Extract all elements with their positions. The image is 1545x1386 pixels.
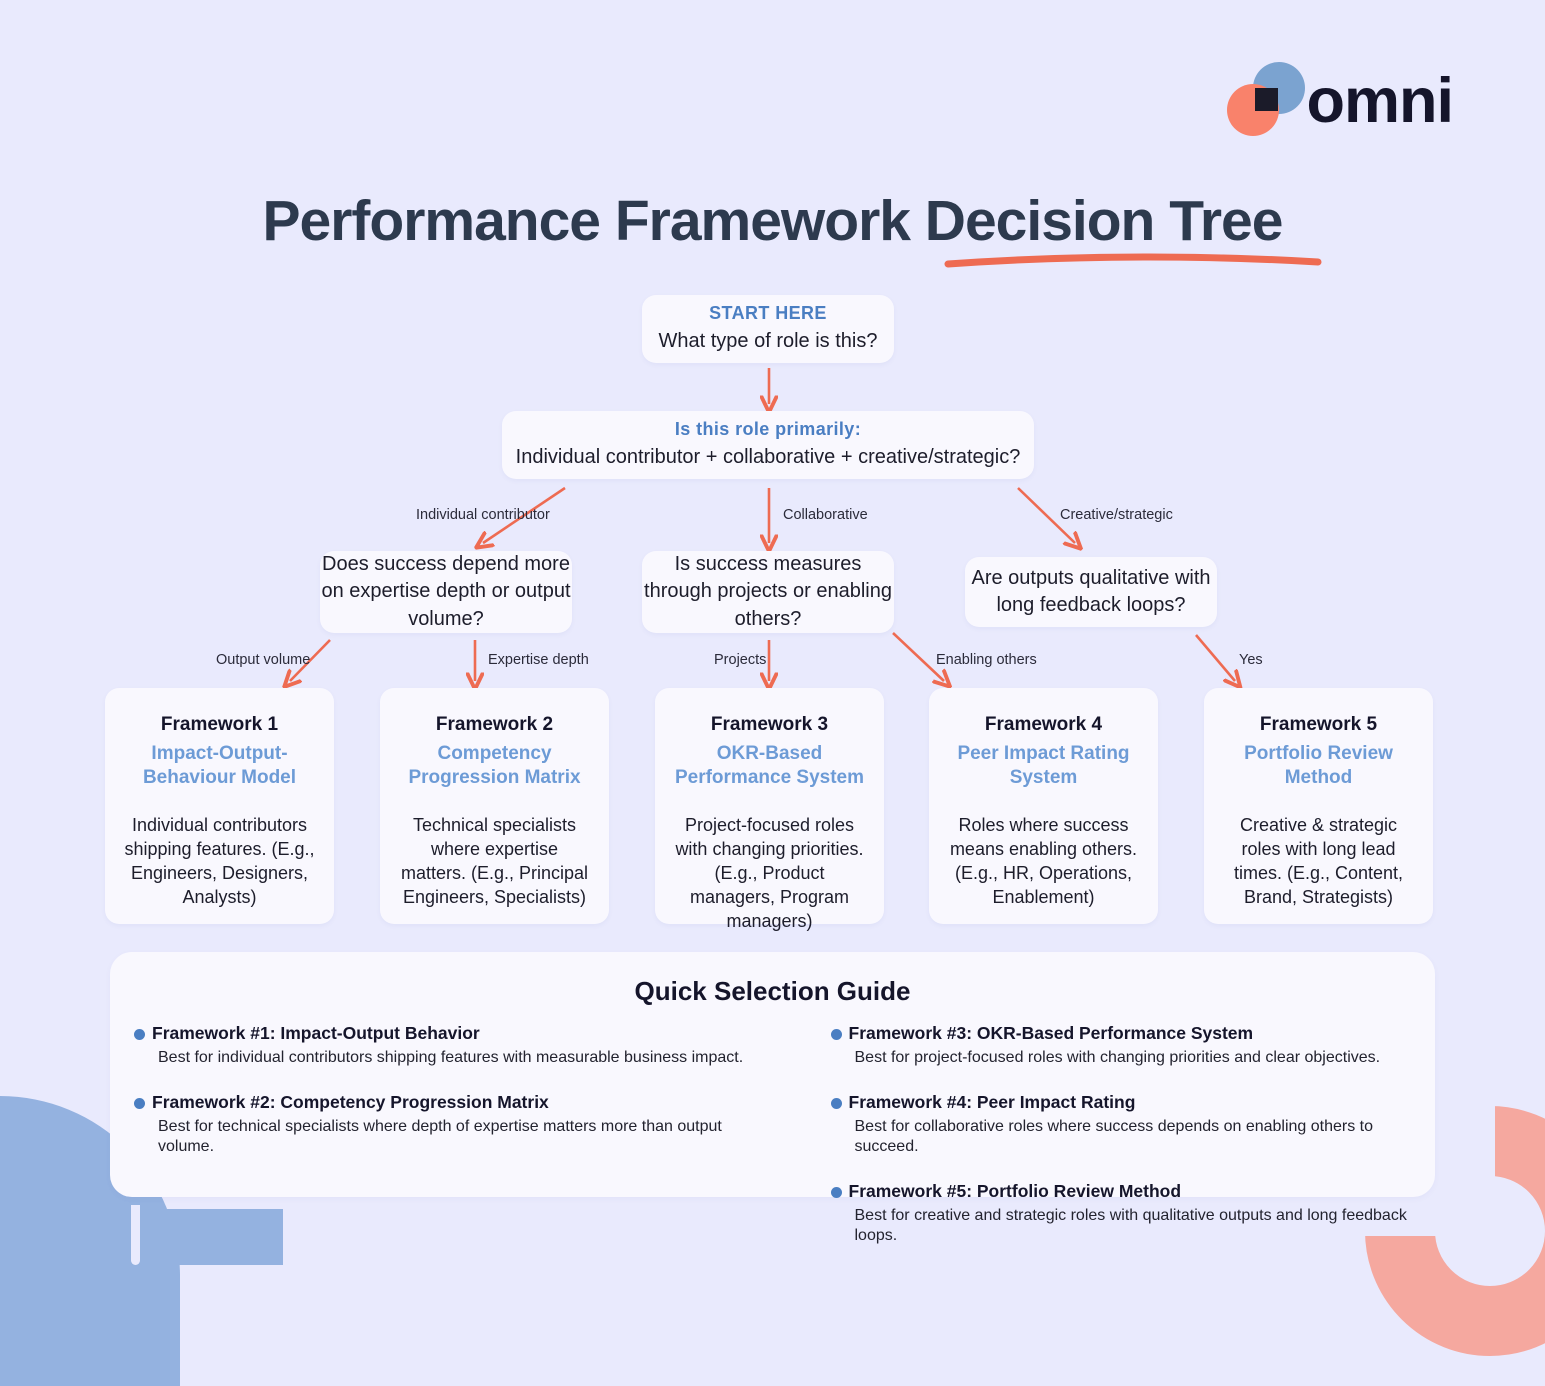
- edge-label-yes: Yes: [1239, 652, 1263, 668]
- framework-card-3[interactable]: Framework 3 OKR-Based Performance System…: [655, 688, 884, 931]
- decorative-blue-band: [0, 1209, 283, 1265]
- framework-1-body: Individual contributors shipping feature…: [124, 815, 315, 907]
- guide-item-5-head: Framework #5: Portfolio Review Method: [848, 1181, 1182, 1201]
- page-title: Performance Framework Decision Tree: [262, 189, 1284, 253]
- framework-2-subtitle: Competency Progression Matrix: [408, 743, 581, 788]
- guide-list-item[interactable]: Framework #3: OKR-Based Performance Syst…: [830, 1023, 1412, 1068]
- bullet-dot-icon: [830, 1187, 842, 1198]
- decorative-blue-band-notch: [131, 1205, 140, 1265]
- guide-column-left: Framework #1: Impact-Output Behavior Bes…: [124, 1023, 773, 1246]
- framework-3-body: Project-focused roles with changing prio…: [675, 815, 864, 931]
- node-q3-text: Are outputs qualitative with long feedba…: [971, 566, 1211, 616]
- edge-label-enabling-others: Enabling others: [936, 652, 1037, 668]
- framework-card-1[interactable]: Framework 1 Impact-Output-Behaviour Mode…: [105, 688, 334, 924]
- edge-label-expertise-depth: Expertise depth: [488, 652, 589, 668]
- node-q2-text: Is success measures through projects or …: [644, 553, 892, 630]
- framework-4-body: Roles where success means enabling other…: [949, 815, 1138, 907]
- node-is-this-role-primarily[interactable]: Is this role primarily: Individual contr…: [502, 411, 1034, 479]
- node-primary-text: Individual contributor + collaborative +…: [515, 445, 1021, 468]
- framework-card-2[interactable]: Framework 2 Competency Progression Matri…: [380, 688, 609, 924]
- framework-2-body: Technical specialists where expertise ma…: [400, 815, 589, 907]
- guide-list-item[interactable]: Framework #5: Portfolio Review Method Be…: [830, 1181, 1412, 1246]
- bullet-dot-icon: [830, 1098, 842, 1109]
- guide-item-3-head: Framework #3: OKR-Based Performance Syst…: [848, 1023, 1254, 1043]
- guide-column-right: Framework #3: OKR-Based Performance Syst…: [773, 1023, 1422, 1246]
- guide-item-1-head: Framework #1: Impact-Output Behavior: [152, 1023, 480, 1043]
- framework-5-body: Creative & strategic roles with long lea…: [1233, 815, 1404, 907]
- framework-5-title: Framework 5: [1259, 714, 1378, 735]
- bullet-dot-icon: [134, 1098, 145, 1109]
- framework-1-title: Framework 1: [160, 714, 279, 735]
- logo-dark-square-icon: [1254, 88, 1278, 111]
- guide-item-4-head: Framework #4: Peer Impact Rating: [848, 1092, 1136, 1112]
- framework-3-title: Framework 3: [710, 714, 829, 735]
- quick-selection-guide: Quick Selection Guide Framework #1: Impa…: [110, 952, 1435, 1244]
- framework-4-title: Framework 4: [984, 714, 1103, 735]
- guide-item-4-desc: Best for collaborative roles where succe…: [854, 1118, 1374, 1155]
- framework-card-5[interactable]: Framework 5 Portfolio Review Method Crea…: [1204, 688, 1433, 924]
- guide-item-2-desc: Best for technical specialists where dep…: [158, 1118, 722, 1155]
- node-start-text: What type of role is this?: [658, 329, 878, 352]
- guide-title: Quick Selection Guide: [634, 976, 911, 1006]
- bullet-dot-icon: [830, 1029, 842, 1040]
- guide-list-item[interactable]: Framework #1: Impact-Output Behavior Bes…: [134, 1023, 763, 1068]
- framework-5-subtitle: Portfolio Review Method: [1244, 743, 1393, 788]
- title-underline-accent: [944, 249, 1322, 269]
- edge-label-collaborative: Collaborative: [783, 507, 868, 523]
- guide-item-3-desc: Best for project-focused roles with chan…: [854, 1049, 1381, 1066]
- bullet-dot-icon: [134, 1029, 145, 1040]
- node-question-qualitative-outputs[interactable]: Are outputs qualitative with long feedba…: [965, 557, 1217, 627]
- guide-list-item[interactable]: Framework #4: Peer Impact Rating Best fo…: [830, 1092, 1412, 1157]
- guide-list-item[interactable]: Framework #2: Competency Progression Mat…: [134, 1092, 763, 1157]
- guide-item-2-head: Framework #2: Competency Progression Mat…: [152, 1092, 549, 1112]
- node-question-expertise-or-volume[interactable]: Does success depend more on expertise de…: [320, 551, 572, 633]
- logo-wordmark: omni: [1306, 65, 1454, 136]
- framework-4-subtitle: Peer Impact Rating System: [957, 743, 1130, 788]
- edge-label-projects: Projects: [714, 652, 767, 668]
- node-q1-text: Does success depend more on expertise de…: [321, 553, 571, 630]
- node-question-projects-or-enabling[interactable]: Is success measures through projects or …: [642, 551, 894, 633]
- framework-1-subtitle: Impact-Output-Behaviour Model: [142, 743, 297, 788]
- edge-label-creative-strategic: Creative/strategic: [1060, 507, 1173, 523]
- node-start-kicker: START HERE: [709, 302, 827, 323]
- framework-2-title: Framework 2: [435, 714, 554, 735]
- guide-item-1-desc: Best for individual contributors shippin…: [158, 1049, 744, 1066]
- edge-label-output-volume: Output volume: [216, 652, 311, 668]
- omni-logo: omni: [1226, 62, 1454, 140]
- guide-item-5-desc: Best for creative and strategic roles wi…: [854, 1207, 1407, 1244]
- edge-label-individual-contributor: Individual contributor: [416, 507, 550, 523]
- framework-card-4[interactable]: Framework 4 Peer Impact Rating System Ro…: [929, 688, 1158, 924]
- logo-mark-icon: [1226, 62, 1305, 140]
- node-start-here[interactable]: START HERE What type of role is this?: [642, 295, 894, 363]
- framework-3-subtitle: OKR-Based Performance System: [674, 743, 865, 788]
- node-primary-kicker: Is this role primarily:: [674, 418, 862, 439]
